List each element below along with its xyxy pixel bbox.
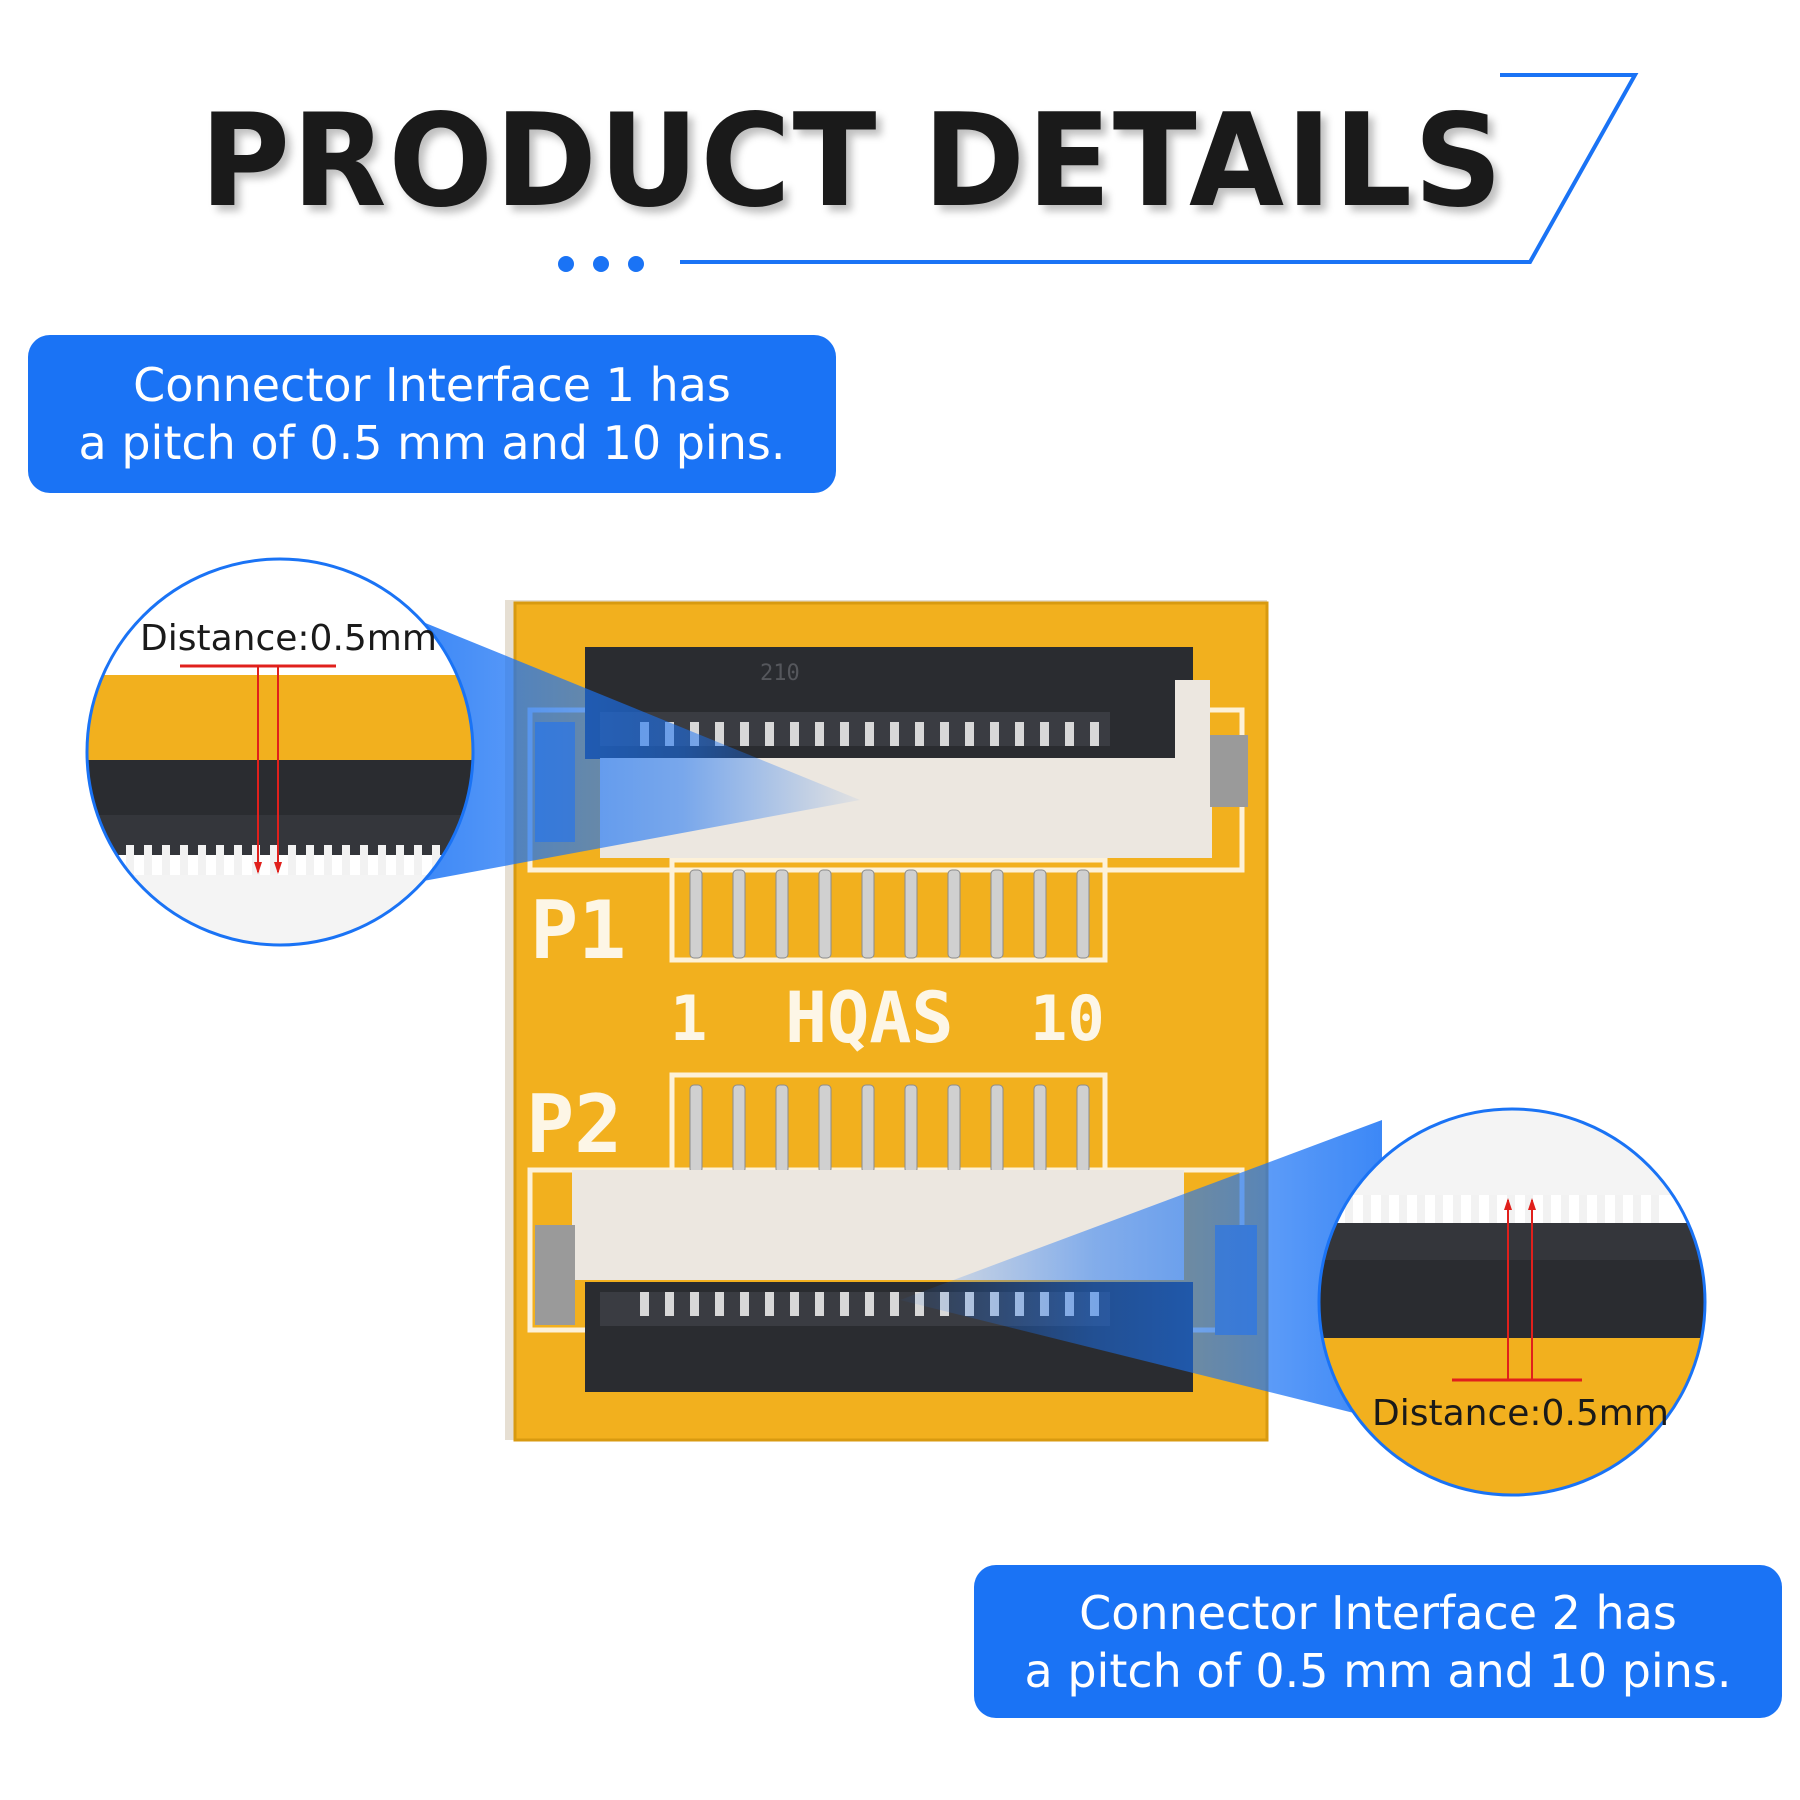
callout-2-line-1: Connector Interface 2 has	[1079, 1585, 1677, 1640]
zoom-bubble-1: Distance:0.5mm	[85, 557, 475, 947]
label-pin-end: 10	[1030, 982, 1105, 1055]
callout-1-line-2: a pitch of 0.5 mm and 10 pins.	[78, 416, 786, 470]
callout-1-line-1: Connector Interface 1 has	[133, 358, 731, 412]
label-p1: P1	[530, 884, 626, 977]
page-title: PRODUCT DETAILS	[200, 87, 1505, 236]
zoom-beam-1	[418, 620, 860, 882]
zoom-beam-2	[900, 1120, 1382, 1420]
callout-connector-2: Connector Interface 2 has a pitch of 0.5…	[974, 1565, 1782, 1718]
distance-label-1: Distance:0.5mm	[140, 618, 437, 659]
dots-decoration-icon	[558, 256, 644, 272]
pads-p1	[689, 869, 1090, 959]
label-p2: P2	[526, 1078, 622, 1171]
callout-2-line-2: a pitch of 0.5 mm and 10 pins.	[1024, 1643, 1732, 1698]
zoom-bubble-2: Distance:0.5mm	[1317, 1107, 1707, 1497]
label-pin-start: 1	[670, 982, 707, 1055]
title-block: PRODUCT DETAILS	[0, 92, 1800, 232]
label-brand: HQAS	[785, 977, 954, 1059]
distance-label-2: Distance:0.5mm	[1372, 1393, 1669, 1434]
callout-connector-1: Connector Interface 1 has a pitch of 0.5…	[28, 335, 836, 493]
connector-mark: 210	[760, 661, 800, 686]
pads-p2	[689, 1084, 1090, 1174]
